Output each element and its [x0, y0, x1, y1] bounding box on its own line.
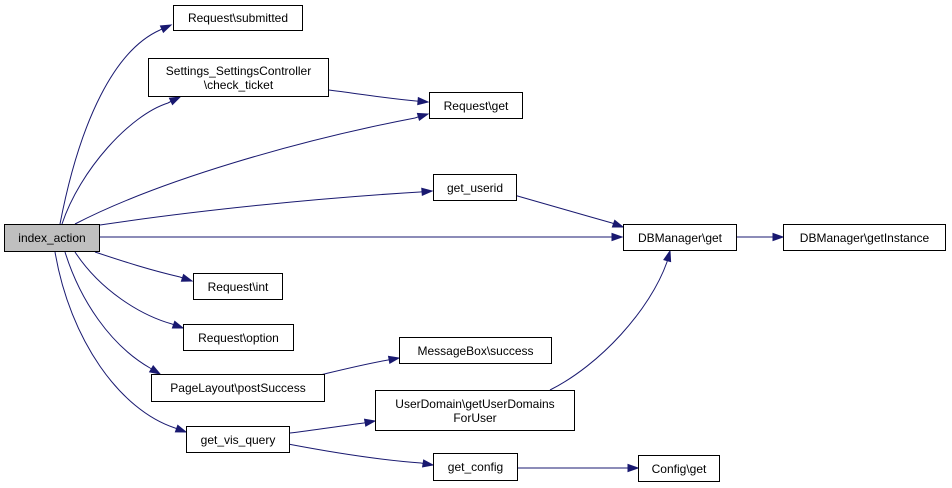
node-dbmanager-getinstance[interactable]: DBManager\getInstance [783, 224, 946, 251]
edge-index-to-check-ticket [61, 102, 169, 225]
node-messagebox-success[interactable]: MessageBox\success [399, 337, 552, 364]
node-request-submitted[interactable]: Request\submitted [173, 5, 303, 31]
node-get-vis-query[interactable]: get_vis_query [186, 426, 290, 453]
node-get-userid[interactable]: get_userid [433, 174, 517, 201]
edge-index-to-request-get-arrowhead [416, 112, 430, 121]
node-check-ticket[interactable]: Settings_SettingsController \check_ticke… [148, 58, 329, 97]
edge-index-to-get-vis-query-arrowhead [174, 424, 188, 433]
edge-get-vis-query-to-get-config [287, 443, 422, 464]
edge-index-to-check-ticket-arrowhead [168, 96, 182, 106]
edge-get-userid-to-dbmanager-get-arrowhead [611, 219, 625, 228]
edge-index-to-pagelayout-postsuccess [64, 251, 151, 369]
node-request-get[interactable]: Request\get [429, 92, 523, 119]
edge-check-ticket-to-request-get [328, 89, 417, 102]
edge-index-to-request-int-arrowhead [180, 273, 194, 282]
node-config-get[interactable]: Config\get [638, 455, 720, 482]
edge-index-to-request-submitted [59, 29, 161, 225]
edge-index-to-request-option-arrowhead [171, 320, 185, 329]
edge-userdomain-to-dbmanager-get-arrowhead [663, 249, 672, 263]
edge-index-to-request-int [94, 251, 181, 278]
node-request-int[interactable]: Request\int [193, 273, 283, 300]
node-dbmanager-get[interactable]: DBManager\get [623, 224, 737, 251]
edge-dbmanager-get-to-getinstance-arrowhead [772, 232, 785, 242]
edge-userdomain-to-dbmanager-get [549, 261, 668, 391]
edge-index-to-request-get [74, 117, 416, 225]
edge-pagelayout-to-messagebox-arrowhead [387, 355, 401, 365]
edge-index-to-get-vis-query [54, 251, 176, 429]
edge-get-userid-to-dbmanager-get [513, 194, 613, 224]
edge-index-to-dbmanager-get-arrowhead [611, 232, 624, 242]
edge-pagelayout-to-messagebox [319, 359, 389, 376]
edge-index-to-get-userid [99, 191, 421, 226]
edge-get-config-to-config-get-arrowhead [627, 463, 640, 473]
node-request-option[interactable]: Request\option [183, 324, 294, 351]
node-index-action: index_action [4, 224, 100, 252]
edge-get-vis-query-to-get-config-arrowhead [421, 459, 435, 468]
edge-index-to-pagelayout-postsuccess-arrowhead [148, 365, 162, 375]
edge-get-vis-query-to-userdomain [289, 422, 365, 434]
edge-check-ticket-to-request-get-arrowhead [417, 96, 430, 106]
edge-index-to-request-submitted-arrowhead [159, 24, 173, 34]
edge-get-vis-query-to-userdomain-arrowhead [363, 418, 377, 427]
edge-index-to-get-userid-arrowhead [421, 187, 434, 197]
node-pagelayout-postsuccess[interactable]: PageLayout\postSuccess [151, 374, 325, 402]
node-get-config[interactable]: get_config [433, 453, 518, 481]
node-userdomain-getuserdomainsforuser[interactable]: UserDomain\getUserDomains ForUser [375, 390, 575, 431]
edge-index-to-request-option [74, 251, 173, 325]
